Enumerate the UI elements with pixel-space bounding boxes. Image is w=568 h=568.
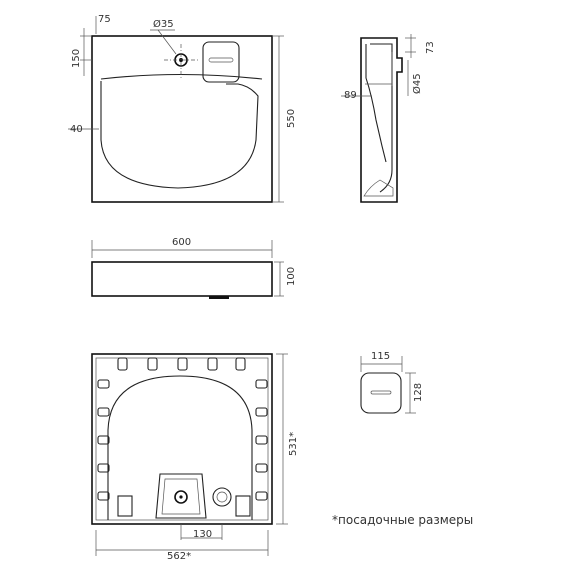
footnote-mounting-dimensions: *посадочные размеры [332, 513, 473, 527]
front-view: 75 Ø35 150 40 550 [68, 14, 297, 203]
label-89: 89 [344, 90, 357, 101]
label-550: 550 [286, 109, 297, 128]
side-inner-back [370, 43, 393, 193]
label-100: 100 [286, 267, 297, 286]
bottom-outline [91, 353, 273, 525]
bottom-drain-outer [212, 487, 232, 507]
label-150: 150 [71, 49, 82, 68]
top-drain-stub [209, 296, 229, 299]
front-soap-dish [202, 41, 240, 83]
label-d45: Ø45 [411, 73, 423, 94]
bottom-drain-inner [216, 491, 228, 503]
label-75: 75 [98, 14, 111, 25]
front-outline [91, 35, 273, 203]
label-600: 600 [172, 237, 191, 248]
side-outline [360, 37, 403, 203]
bottom-faucet-hole [174, 490, 188, 504]
mount-tabs-left [97, 379, 110, 501]
front-soap-slot [208, 57, 234, 63]
bottom-corner-block-right [235, 495, 251, 517]
label-562: 562* [167, 551, 191, 562]
label-531: 531* [288, 432, 299, 456]
label-115: 115 [371, 351, 390, 362]
soap-dish-detail: 115 128 [360, 351, 424, 414]
side-view: 73 Ø45 89 [341, 34, 436, 203]
label-40: 40 [70, 124, 83, 135]
soap-dish-shape [360, 372, 402, 414]
side-base-detail [363, 179, 394, 197]
front-basin-bowl [100, 81, 259, 189]
bottom-faucet-mount [155, 473, 207, 519]
bottom-bowl [107, 375, 253, 520]
label-130: 130 [193, 529, 212, 540]
side-inner-front [365, 44, 387, 163]
top-view: 600 100 [91, 237, 297, 299]
front-basin-rim [100, 73, 263, 80]
leader-35 [157, 29, 177, 55]
mount-tabs-right [255, 379, 268, 501]
label-128: 128 [413, 383, 424, 402]
soap-dish-slot [370, 390, 392, 395]
bottom-view: 531* 130 562* [91, 353, 299, 562]
label-d35: Ø35 [153, 18, 174, 30]
top-slab [91, 261, 273, 297]
label-73: 73 [425, 41, 436, 54]
bottom-corner-block-left [117, 495, 133, 517]
mount-tabs-top [117, 357, 246, 371]
